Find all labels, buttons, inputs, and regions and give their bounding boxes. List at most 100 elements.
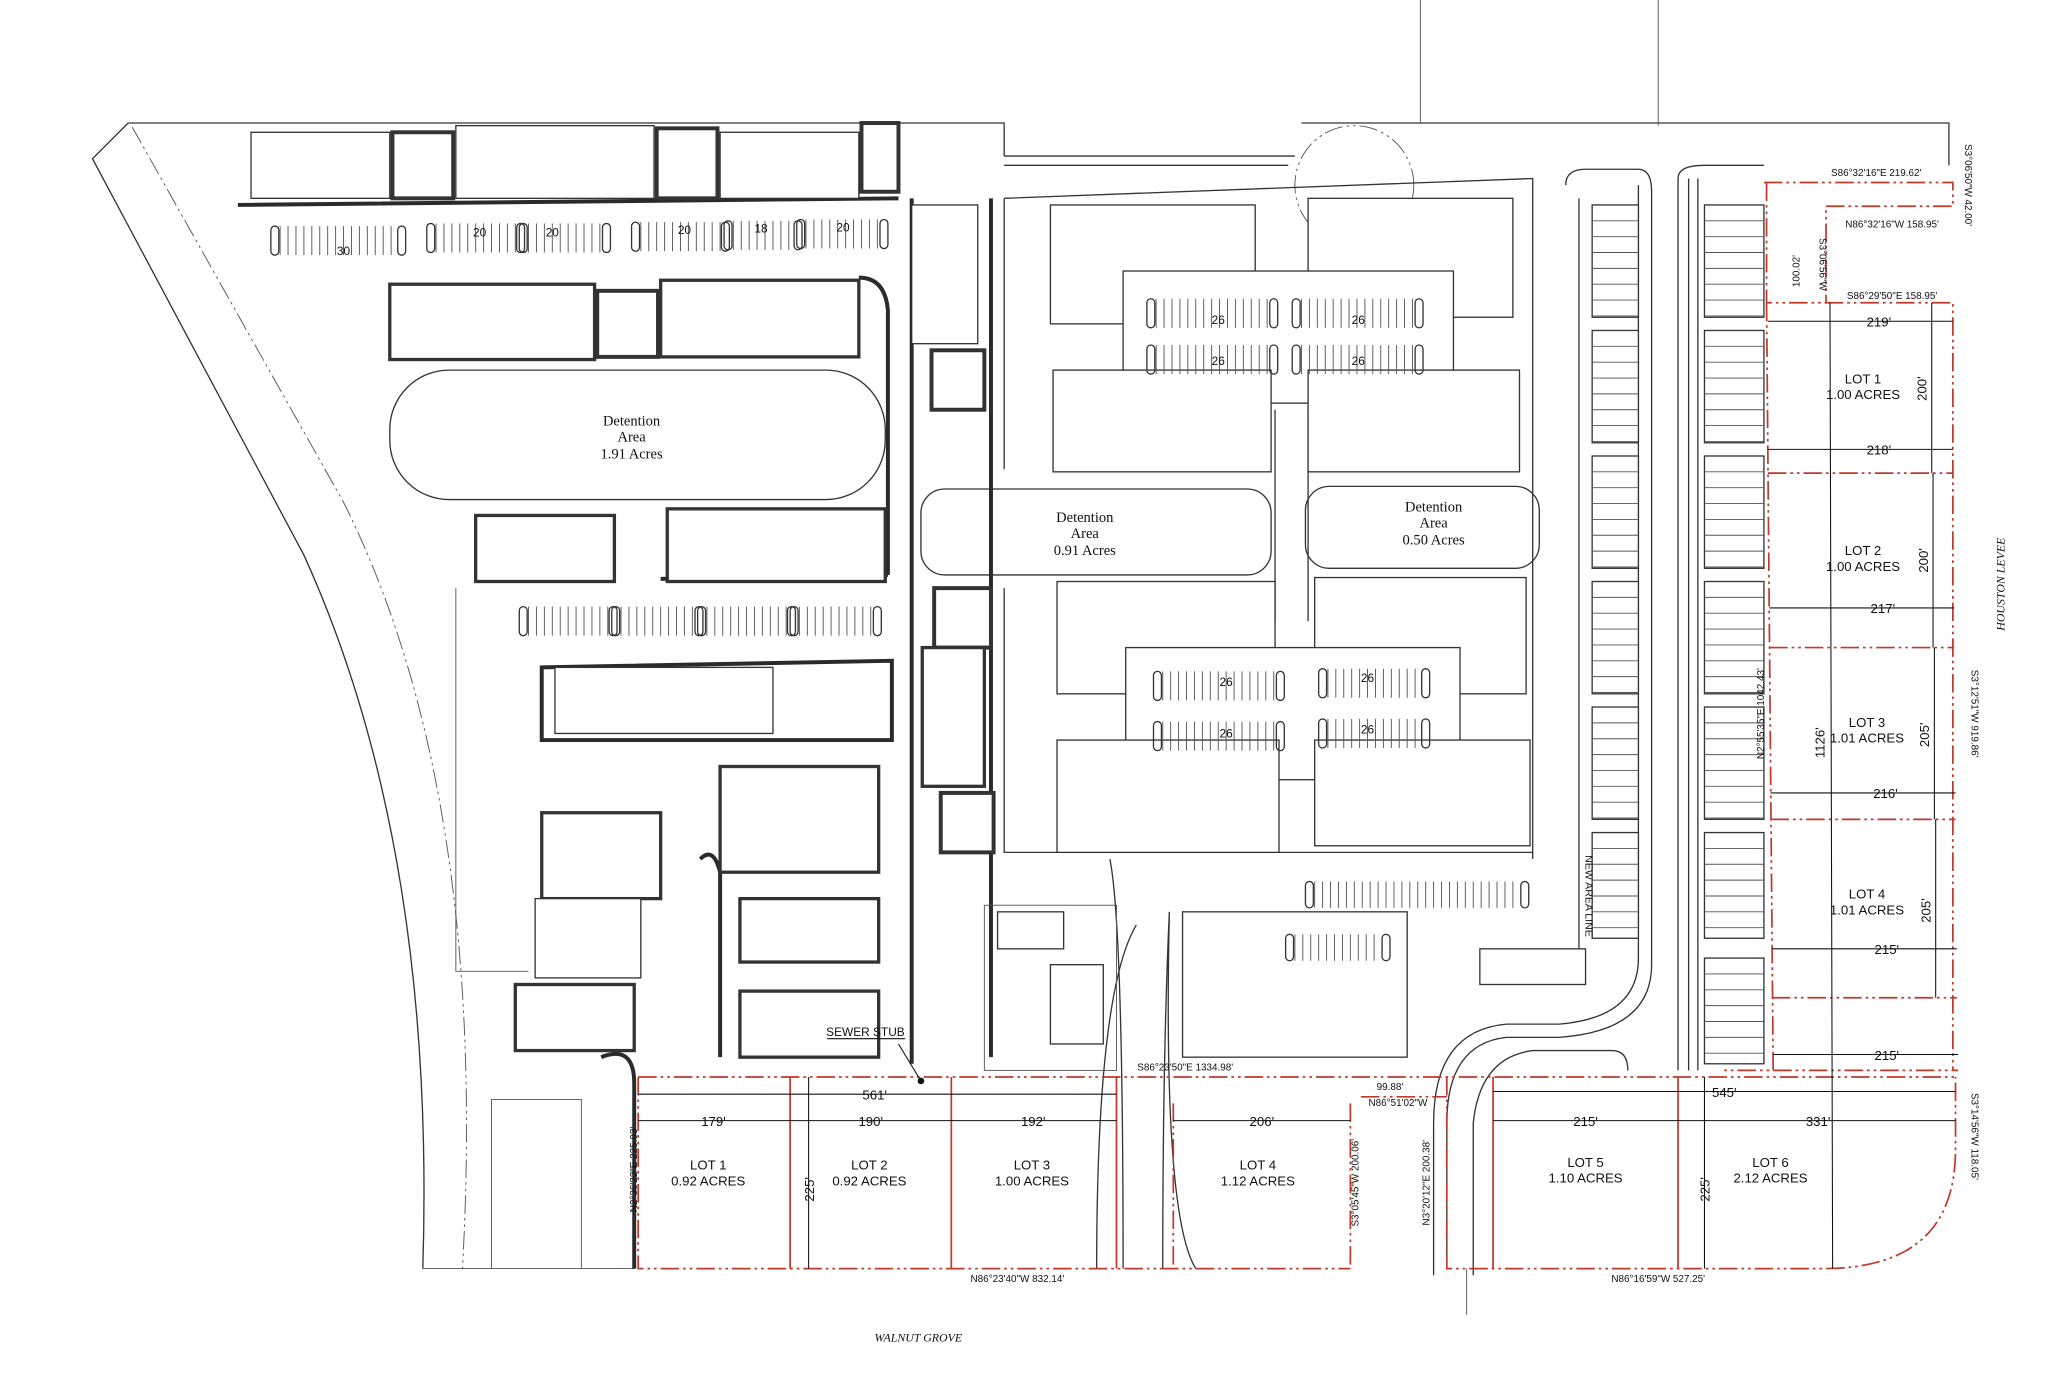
- townhouse-block: [1703, 957, 1765, 1065]
- detention-label-sub: Area: [1071, 526, 1100, 542]
- building: [554, 666, 774, 735]
- bearing-label: S3°06'56"W: [1816, 238, 1827, 291]
- parking-island: [723, 220, 733, 251]
- sewer-stub-point: [917, 1077, 925, 1085]
- parking-island: [611, 605, 621, 637]
- building: [1181, 911, 1408, 1058]
- detention-label-sub: Area: [1419, 515, 1448, 531]
- parking-island: [397, 225, 407, 256]
- parking-count: 26: [1352, 354, 1366, 368]
- dimension-label: 192': [1021, 1114, 1046, 1129]
- dimension-label: 205': [1917, 723, 1932, 748]
- building: [250, 131, 391, 199]
- parking-island: [1421, 668, 1431, 699]
- building: [996, 911, 1065, 950]
- dimension-label: 561': [862, 1087, 887, 1102]
- parking-count: 26: [1212, 313, 1226, 327]
- parking-count: 26: [1220, 675, 1234, 689]
- building: [388, 282, 597, 362]
- dimension-label: 200': [1916, 548, 1931, 573]
- bearing-label: N3°20'12"E 200.38': [1422, 1140, 1433, 1226]
- garage: [390, 130, 456, 201]
- south-entry-road: [1096, 858, 1197, 1269]
- south-lots: [637, 1076, 1959, 1270]
- parking-island: [630, 221, 641, 252]
- parking-island: [1146, 344, 1156, 375]
- site-linework: [91, 0, 1959, 1315]
- bearing-label: N86°16'59"W 527.25': [1611, 1274, 1705, 1285]
- dimension-label: 200': [1914, 376, 1929, 401]
- building: [920, 645, 987, 788]
- south-lot-boundary: [637, 1076, 1959, 1270]
- dimension-label: 217': [1871, 601, 1896, 616]
- parking-island: [1146, 298, 1156, 329]
- parking-island: [1275, 720, 1285, 752]
- bearing-label: S86°29'50"E 158.95': [1847, 291, 1938, 302]
- parking-island: [696, 605, 707, 637]
- cul-de-sac: [1294, 125, 1415, 246]
- parking-count: 20: [473, 226, 487, 240]
- townhouse-block: [1703, 455, 1765, 569]
- east-lot-name: LOT 3: [1849, 715, 1885, 730]
- parking-island: [1381, 933, 1391, 962]
- south-lot-area: 1.00 ACRES: [995, 1173, 1069, 1188]
- parking-island: [1269, 344, 1279, 375]
- east-lot-area: 1.01 ACRES: [1830, 731, 1904, 746]
- bearing-label: S3°06'50"W 42.00': [1962, 144, 1973, 226]
- building: [474, 513, 617, 584]
- parking-count: 20: [546, 226, 560, 240]
- parking-island: [793, 220, 803, 251]
- parking-count: 18: [754, 222, 768, 236]
- parking-island: [1317, 718, 1328, 749]
- detention-pond-3: [1304, 485, 1540, 569]
- building: [665, 507, 887, 584]
- detention-pond-1: [389, 369, 886, 501]
- dimension-label: 225': [1698, 1177, 1713, 1202]
- sewer-stub-label: SEWER STUB: [826, 1025, 905, 1039]
- west-parcel-line: [455, 588, 582, 1269]
- north-ref-lines: [422, 0, 1659, 1315]
- south-lot-area: 2.12 ACRES: [1733, 1171, 1807, 1186]
- parking-count: 26: [1352, 313, 1366, 327]
- parking-count: 26: [1220, 726, 1234, 740]
- detention-label-title: Detention: [1405, 499, 1463, 515]
- east-lot-name: LOT 1: [1845, 371, 1881, 386]
- south-lot-dividers: [789, 1076, 1679, 1269]
- parking-island: [1152, 720, 1163, 752]
- garage: [938, 790, 996, 855]
- east-lot-name: LOT 2: [1845, 543, 1881, 558]
- clubhouse: [540, 811, 663, 901]
- dimension-label: 219': [1867, 315, 1892, 330]
- parking-count: 26: [1212, 354, 1226, 368]
- building: [658, 278, 861, 359]
- building: [1314, 739, 1531, 847]
- parking-island: [879, 218, 889, 250]
- parking-island: [1152, 670, 1163, 702]
- bearing-label: N86°23'40"W 832.14': [971, 1274, 1065, 1285]
- parking-island: [608, 605, 618, 637]
- townhouse-block: [1591, 204, 1640, 318]
- detention-label-title: Detention: [1056, 510, 1114, 526]
- east-lot-area: 1.00 ACRES: [1826, 559, 1900, 574]
- parcel-box: [983, 904, 1117, 1071]
- building: [738, 896, 881, 964]
- parking-island: [1414, 298, 1424, 329]
- parking-island: [1414, 344, 1424, 375]
- street-label-walnut-grove: WALNUT GROVE: [874, 1330, 962, 1344]
- south-lot-area: 1.12 ACRES: [1221, 1173, 1295, 1188]
- south-lot-name: LOT 2: [851, 1157, 887, 1172]
- building: [513, 982, 636, 1053]
- bearing-label: S86°23'50"E 1334.98': [1137, 1062, 1233, 1073]
- bearing-label: N86°51'02"W: [1369, 1098, 1429, 1109]
- south-lot-name: LOT 4: [1240, 1157, 1276, 1172]
- parking-rows: [270, 218, 1530, 962]
- parking-island: [1520, 880, 1530, 909]
- building: [1479, 948, 1587, 986]
- street-label-houston-levee: HOUSTON LEVEE: [1993, 537, 2007, 632]
- dimension-label: 190': [858, 1114, 883, 1129]
- parking-island: [515, 222, 526, 254]
- parking-island: [270, 225, 280, 256]
- parking-island: [1421, 718, 1431, 749]
- townhouse-block: [1703, 831, 1765, 939]
